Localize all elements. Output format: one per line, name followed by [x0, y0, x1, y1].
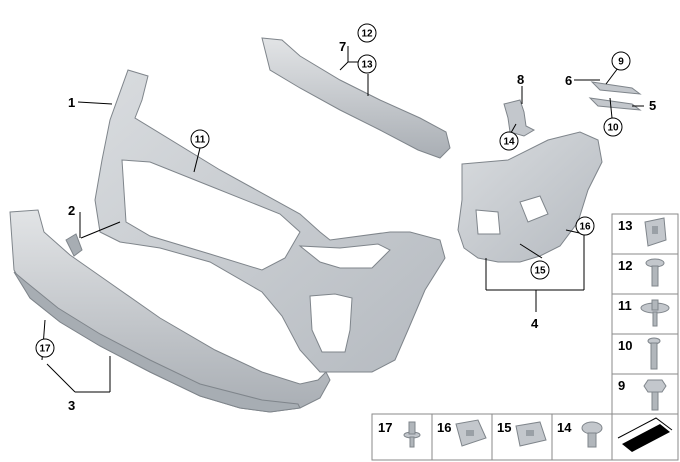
- callout-4: 4: [531, 316, 539, 331]
- hardware-13-cell: 13: [618, 217, 667, 247]
- hardware-17-cell: 17: [378, 420, 421, 448]
- svg-text:10: 10: [618, 338, 632, 353]
- expansion-rivet-icon: [581, 421, 603, 435]
- hardware-9-cell: 9: [618, 378, 667, 411]
- svg-text:11: 11: [195, 135, 206, 146]
- callout-circle-15: 15: [530, 260, 550, 280]
- callout-7: 7: [339, 39, 346, 54]
- hardware-panel-bottom: 17 16 15 14: [371, 413, 679, 461]
- hardware-16-cell: 16: [437, 419, 487, 447]
- callout-circle-9: 9: [611, 51, 631, 71]
- carrier-part: [261, 37, 451, 159]
- hardware-panel-side: 13 12 11 10 9: [611, 213, 679, 415]
- callout-1: 1: [68, 95, 75, 110]
- svg-text:14: 14: [503, 137, 515, 148]
- hardware-11-cell: 11: [618, 298, 670, 327]
- callout-circle-10: 10: [603, 117, 623, 137]
- svg-text:12: 12: [361, 29, 373, 40]
- svg-text:15: 15: [534, 266, 546, 277]
- hex-bolt-icon: [643, 379, 667, 393]
- clip-part: [65, 233, 83, 257]
- callout-8: 8: [517, 72, 524, 87]
- hardware-12-cell: 12: [618, 258, 665, 287]
- callout-5: 5: [649, 98, 656, 113]
- callout-circle-16: 16: [575, 216, 595, 236]
- hardware-10-cell: 10: [618, 337, 661, 370]
- guide-part: [588, 81, 642, 111]
- svg-text:10: 10: [607, 123, 619, 134]
- bracket-part: [457, 131, 603, 263]
- hardware-14-cell: 14: [557, 420, 603, 448]
- svg-text:16: 16: [579, 222, 591, 233]
- callout-6: 6: [565, 73, 572, 88]
- svg-text:14: 14: [557, 420, 572, 435]
- callout-2: 2: [68, 203, 75, 218]
- svg-text:13: 13: [618, 218, 632, 233]
- svg-text:11: 11: [618, 298, 632, 313]
- svg-text:17: 17: [378, 420, 392, 435]
- svg-text:13: 13: [361, 60, 373, 71]
- svg-text:9: 9: [618, 57, 624, 68]
- callout-circle-17: 17: [35, 338, 55, 358]
- svg-text:15: 15: [497, 420, 511, 435]
- svg-text:12: 12: [618, 258, 632, 273]
- callout-3: 3: [68, 398, 75, 413]
- assembly-direction-icon: [617, 417, 673, 452]
- svg-text:16: 16: [437, 420, 451, 435]
- callout-circle-13: 13: [357, 54, 377, 74]
- hardware-15-cell: 15: [497, 420, 547, 447]
- callout-circle-11: 11: [190, 129, 210, 149]
- callout-circle-12: 12: [357, 23, 377, 43]
- callout-circle-14: 14: [499, 131, 519, 151]
- bumper-trim-part: [94, 69, 446, 373]
- svg-text:17: 17: [39, 344, 51, 355]
- lower-spoiler-part: [9, 209, 331, 413]
- svg-text:9: 9: [618, 378, 625, 393]
- small-bracket-part: [503, 99, 536, 137]
